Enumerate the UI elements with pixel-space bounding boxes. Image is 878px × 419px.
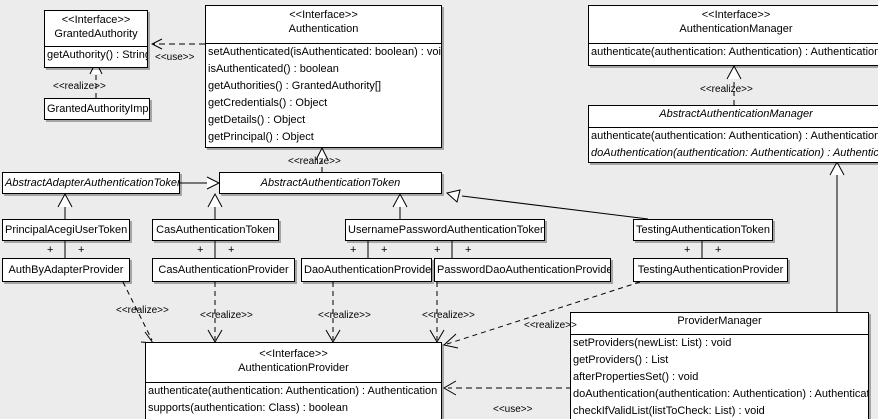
edge-label-realize-dao-authentication-provider: <<realize>> [318, 310, 371, 321]
operation-row: supports(authentication: Class) : boolea… [148, 402, 348, 414]
operation-row: getDetails() : Object [208, 114, 306, 126]
class-name-label: ProviderManager [677, 315, 762, 327]
class-name-label: Authentication [288, 23, 359, 35]
edge-generalization-principalacegiusertoken [57, 192, 73, 219]
class-box-principal-acegi-user-token[interactable]: PrincipalAcegiUserToken [2, 219, 130, 241]
edge-generalization-testingauthenticationtoken [445, 189, 649, 220]
operation-row: doAuthentication(authentication: Authent… [591, 147, 878, 159]
association-end-plus: + [465, 244, 472, 256]
operation-row: getAuthority() : String [47, 49, 147, 61]
edge-label-realize-testing-authentication-provider: <<realize>> [524, 320, 577, 331]
class-name-label: TestingAuthenticationProvider [637, 264, 784, 276]
class-name-label: PrincipalAcegiUserToken [5, 224, 128, 236]
class-box-authentication-provider[interactable]: <<Interface>> AuthenticationProvider aut… [145, 342, 442, 419]
association-end-plus: + [684, 244, 691, 256]
class-name-label: DaoAuthenticationProvider [304, 264, 431, 276]
association-end-plus: + [228, 244, 235, 256]
class-name-label: AbstractAuthenticationManager [659, 108, 813, 120]
class-name-label: AuthenticationManager [679, 23, 793, 35]
class-box-auth-by-adapter-provider[interactable]: AuthByAdapterProvider [2, 258, 130, 282]
operation-row: doAuthentication(authentication: Authent… [573, 388, 868, 400]
class-box-cas-authentication-token[interactable]: CasAuthenticationToken [152, 219, 279, 241]
class-box-provider-manager[interactable]: ProviderManager setProviders(newList: Li… [570, 312, 869, 419]
edge-generalization-usernamepasswordauthenticationtoken [392, 192, 408, 219]
edge-label-use-provider-manager: <<use>> [493, 404, 533, 415]
class-box-testing-authentication-provider[interactable]: TestingAuthenticationProvider [633, 258, 788, 282]
operation-row: isAuthenticated() : boolean [208, 63, 339, 75]
edge-label-realize-abstract-authentication-manager: <<realize>> [700, 84, 753, 95]
operations-compartment: setProviders(newList: List) : void getPr… [571, 335, 868, 419]
operation-row: getAuthorities() : GrantedAuthority[] [208, 80, 382, 92]
association-end-plus: + [197, 244, 204, 256]
operations-compartment: authenticate(authentication: Authenticat… [146, 383, 441, 417]
stereotype-label: <<Interface>> [259, 348, 328, 360]
class-name-label: AuthByAdapterProvider [8, 264, 124, 276]
operations-compartment: setAuthenticated(isAuthenticated: boolea… [206, 44, 441, 146]
class-box-dao-authentication-provider[interactable]: DaoAuthenticationProvider [301, 258, 432, 282]
class-name-label: GrantedAuthority [54, 28, 138, 40]
operation-row: getCredentials() : Object [208, 97, 328, 109]
class-box-password-dao-authentication-provider[interactable]: PasswordDaoAuthenticationProvider [434, 258, 611, 282]
operations-compartment: authenticate(authentication: Authenticat… [589, 128, 878, 162]
edge-label-realize-password-dao-authentication-provider: <<realize>> [422, 310, 475, 321]
association-end-plus: + [350, 244, 357, 256]
class-name-label: CasAuthenticationToken [156, 224, 275, 236]
edge-label-use-granted-authority: <<use>> [155, 52, 195, 63]
class-box-abstract-adapter-authentication-token[interactable]: AbstractAdapterAuthenticationToken [2, 172, 180, 194]
stereotype-label: <<Interface>> [701, 9, 771, 21]
class-box-authentication-manager[interactable]: <<Interface>> AuthenticationManager auth… [588, 5, 878, 66]
operation-row: afterPropertiesSet() : void [573, 371, 699, 383]
operations-compartment: getAuthority() : String [45, 47, 147, 64]
class-name-label: GrantedAuthorityImpl [47, 103, 149, 115]
class-box-cas-authentication-provider[interactable]: CasAuthenticationProvider [152, 258, 295, 282]
edge-label-realize-auth-by-adapter-provider: <<realize>> [116, 305, 169, 316]
class-box-granted-authority[interactable]: <<Interface>> GrantedAuthority getAuthor… [44, 10, 148, 68]
association-end-plus: + [434, 244, 441, 256]
class-box-username-password-authentication-token[interactable]: UsernamePasswordAuthenticationToken [345, 219, 545, 241]
operation-row: setProviders(newList: List) : void [573, 337, 732, 349]
operation-row: authenticate(authentication: Authenticat… [148, 385, 438, 397]
operation-row: checkIfValidList(listToCheck: List) : vo… [573, 405, 765, 417]
class-name-label: AuthenticationProvider [238, 362, 349, 374]
operation-row: getProviders() : List [573, 354, 669, 366]
class-box-testing-authentication-token[interactable]: TestingAuthenticationToken [633, 219, 773, 241]
class-box-granted-authority-impl[interactable]: GrantedAuthorityImpl [44, 98, 150, 120]
edge-label-realize-cas-authentication-provider: <<realize>> [200, 310, 253, 321]
class-box-abstract-authentication-manager[interactable]: AbstractAuthenticationManager authentica… [588, 105, 878, 163]
association-end-plus: + [715, 244, 722, 256]
class-box-abstract-authentication-token[interactable]: AbstractAuthenticationToken [219, 172, 442, 194]
edge-generalization-providermanager-abstractauthenticationmanager [829, 160, 845, 312]
class-name-label: TestingAuthenticationToken [636, 224, 770, 236]
edge-generalization-abstractadapter-abstracttoken [180, 176, 221, 190]
operation-row: authenticate(authentication: Authenticat… [591, 46, 878, 58]
association-end-plus: + [47, 244, 54, 256]
class-name-label: PasswordDaoAuthenticationProvider [437, 264, 610, 276]
association-end-plus: + [381, 244, 388, 256]
operation-row: getPrincipal() : Object [208, 131, 314, 143]
edge-generalization-casauthenticationtoken [207, 192, 223, 219]
edge-label-realize-granted-authority-impl: <<realize>> [53, 81, 106, 92]
stereotype-label: <<Interface>> [61, 14, 131, 26]
class-name-label: AbstractAdapterAuthenticationToken [5, 177, 179, 189]
class-box-authentication[interactable]: <<Interface>> Authentication setAuthenti… [205, 5, 442, 148]
edge-label-realize-abstract-authentication-token: <<realize>> [288, 156, 341, 167]
class-name-label: CasAuthenticationProvider [158, 264, 289, 276]
stereotype-label: <<Interface>> [289, 9, 358, 21]
operation-row: authenticate(authentication: Authenticat… [591, 130, 878, 142]
operations-compartment: authenticate(authentication: Authenticat… [589, 44, 878, 61]
class-name-label: UsernamePasswordAuthenticationToken [348, 224, 544, 236]
class-name-label: AbstractAuthenticationToken [260, 177, 401, 189]
association-end-plus: + [78, 244, 85, 256]
operation-row: setAuthenticated(isAuthenticated: boolea… [208, 46, 441, 58]
